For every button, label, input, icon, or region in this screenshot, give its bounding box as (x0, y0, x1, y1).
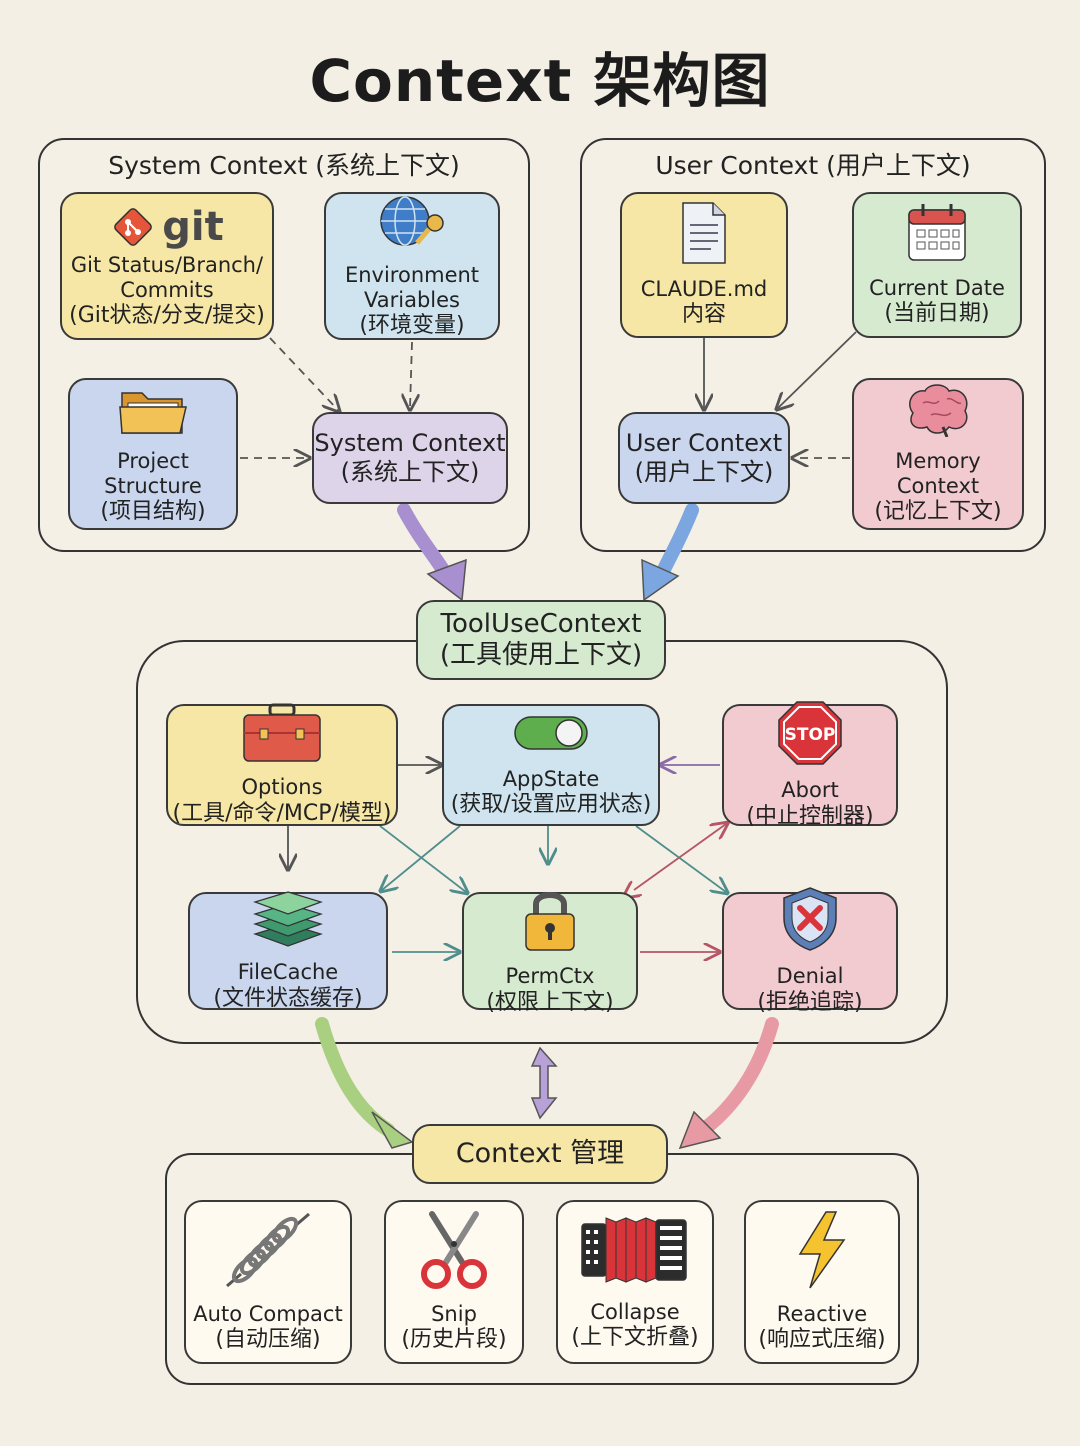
claude-node-line2: 内容 (681, 302, 726, 328)
memory-node-line1: Memory (895, 448, 981, 473)
denial-node-line2: (拒绝追踪) (757, 989, 863, 1015)
memory-node-line2: Context (896, 473, 980, 498)
appstate-node[interactable]: AppState (获取/设置应用状态) (442, 704, 660, 826)
big-arrow-user-to-tool (641, 503, 699, 602)
env-node-line2: Variables (364, 287, 460, 312)
system-context-group-title: System Context (系统上下文) (108, 151, 460, 180)
git-node-line1: Git Status/Branch/ (70, 252, 264, 277)
appstate-node-line1: AppState (502, 767, 600, 792)
system-hub-line2: (系统上下文) (340, 458, 480, 486)
appstate-node-line2: (获取/设置应用状态) (450, 792, 652, 818)
git-node-line3: (Git状态/分支/提交) (69, 302, 265, 328)
reactive-node-line1: Reactive (776, 1302, 868, 1327)
options-node-line2: (工具/命令/MCP/模型) (172, 800, 392, 826)
memory-context-node[interactable]: Memory Context (记忆上下文) (852, 378, 1024, 530)
tool-internal-arrows (288, 765, 726, 952)
scissors-icon (414, 1210, 494, 1296)
folder-icon (118, 383, 188, 443)
big-arrow-system-to-tool (397, 503, 467, 602)
git-node-line2: Commits (120, 277, 214, 302)
reactive-node[interactable]: Reactive (响应式压缩) (744, 1200, 900, 1364)
project-structure-node[interactable]: Project Structure (项目结构) (68, 378, 238, 530)
permctx-node-line2: (权限上下文) (486, 989, 614, 1015)
shield-x-icon (780, 886, 840, 958)
date-node-line2: (当前日期) (884, 301, 990, 327)
tool-hub-line2: (工具使用上下文) (439, 640, 643, 670)
lightning-bolt-icon (792, 1210, 852, 1296)
claude-node-line1: CLAUDE.md (640, 277, 768, 302)
stop-sign-icon: STOP (777, 700, 843, 772)
denial-node-line1: Denial (776, 964, 844, 989)
accordion-icon (580, 1212, 690, 1294)
brain-icon (903, 383, 973, 443)
globe-key-icon (377, 193, 447, 257)
user-hub-line2: (用户上下文) (634, 458, 774, 486)
abort-node[interactable]: STOP Abort (中止控制器) (722, 701, 898, 829)
options-node[interactable]: Options (工具/命令/MCP/模型) (166, 703, 398, 826)
snip-node-line1: Snip (431, 1302, 477, 1327)
current-date-node[interactable]: Current Date (当前日期) (852, 192, 1022, 338)
collapse-node-line1: Collapse (590, 1300, 680, 1325)
auto-compact-node[interactable]: Auto Compact (自动压缩) (184, 1200, 352, 1364)
tool-hub-line1: ToolUseContext (440, 608, 642, 639)
project-node-line2: Structure (104, 473, 202, 498)
git-word: git (162, 203, 224, 250)
filecache-node[interactable]: FileCache (文件状态缓存) (188, 890, 388, 1011)
claude-md-node[interactable]: CLAUDE.md 内容 (620, 192, 788, 338)
denial-node[interactable]: Denial (拒绝追踪) (722, 887, 898, 1015)
mgmt-hub-line1: Context 管理 (455, 1137, 625, 1169)
double-arrow-tool-mgmt (530, 1046, 558, 1120)
date-node-line1: Current Date (869, 276, 1005, 301)
tool-use-context-hub[interactable]: ToolUseContext (工具使用上下文) (416, 600, 666, 680)
padlock-icon (522, 886, 578, 958)
memory-node-line3: (记忆上下文) (874, 499, 1002, 525)
snip-node-line2: (历史片段) (401, 1327, 507, 1353)
big-arrow-denial-to-mgmt (678, 1017, 779, 1150)
toolbox-icon (242, 703, 322, 769)
system-context-hub[interactable]: System Context (系统上下文) (312, 412, 508, 504)
big-arrow-filecache-to-mgmt (315, 1017, 414, 1149)
filecache-node-line1: FileCache (237, 960, 339, 985)
git-logo-icon: git (110, 203, 224, 251)
layers-stack-icon (253, 890, 323, 954)
document-icon (679, 201, 729, 271)
page-title: Context 架构图 (309, 47, 771, 115)
user-context-group-title: User Context (用户上下文) (655, 151, 971, 180)
user-hub-line1: User Context (625, 429, 783, 458)
auto-node-line2: (自动压缩) (215, 1327, 321, 1353)
project-node-line1: Project (117, 448, 189, 473)
env-node-line3: (环境变量) (359, 313, 465, 339)
system-hub-line1: System Context (314, 429, 506, 458)
spring-coil-icon (223, 1210, 313, 1296)
snip-node[interactable]: Snip (历史片段) (384, 1200, 524, 1364)
project-node-line3: (项目结构) (100, 499, 206, 525)
toggle-switch-icon (511, 711, 591, 761)
reactive-node-line2: (响应式压缩) (758, 1327, 886, 1353)
permctx-node-line1: PermCtx (505, 964, 595, 989)
auto-node-line1: Auto Compact (193, 1302, 343, 1327)
context-management-hub[interactable]: Context 管理 (412, 1124, 668, 1184)
collapse-node[interactable]: Collapse (上下文折叠) (556, 1200, 714, 1364)
abort-node-line2: (中止控制器) (746, 803, 874, 829)
permctx-node[interactable]: PermCtx (权限上下文) (462, 892, 638, 1015)
stop-sign-text: STOP (785, 725, 836, 745)
env-node-line1: Environment (344, 262, 480, 287)
git-status-node[interactable]: git Git Status/Branch/ Commits (Git状态/分支… (60, 192, 274, 340)
collapse-node-line2: (上下文折叠) (571, 1325, 699, 1351)
filecache-node-line2: (文件状态缓存) (213, 985, 363, 1011)
environment-variables-node[interactable]: Environment Variables (环境变量) (324, 192, 500, 340)
user-arrows (704, 331, 857, 458)
user-context-hub[interactable]: User Context (用户上下文) (618, 412, 790, 504)
abort-node-line1: Abort (781, 778, 839, 803)
calendar-icon (905, 202, 969, 270)
system-dashed-arrows (240, 337, 412, 458)
options-node-line1: Options (241, 775, 323, 800)
